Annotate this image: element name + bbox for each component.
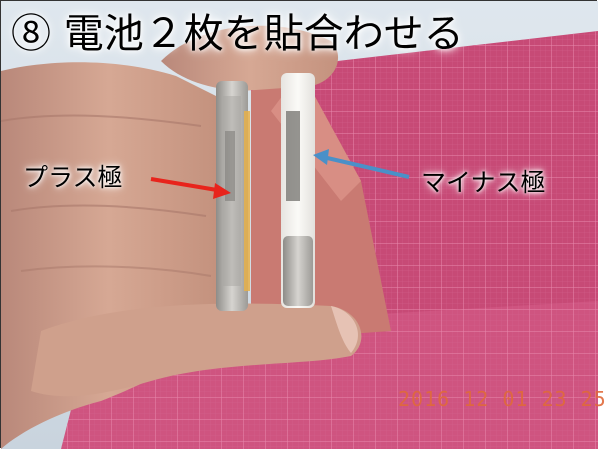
plus-arrow-head (213, 183, 231, 199)
plus-arrow (150, 177, 224, 193)
cell-right-tab (286, 111, 300, 201)
step-title: ⑧ 電池２枚を貼合わせる (11, 11, 464, 57)
finger-bottom (31, 303, 362, 397)
cell-left-tab (225, 131, 235, 201)
minus-electrode-label: マイナス極 (421, 168, 546, 197)
plus-electrode-label: プラス極 (23, 163, 123, 192)
minus-arrow (322, 155, 410, 179)
minus-arrow-head (313, 149, 329, 165)
date-stamp: 2016 12 01 23 25 (398, 387, 607, 411)
